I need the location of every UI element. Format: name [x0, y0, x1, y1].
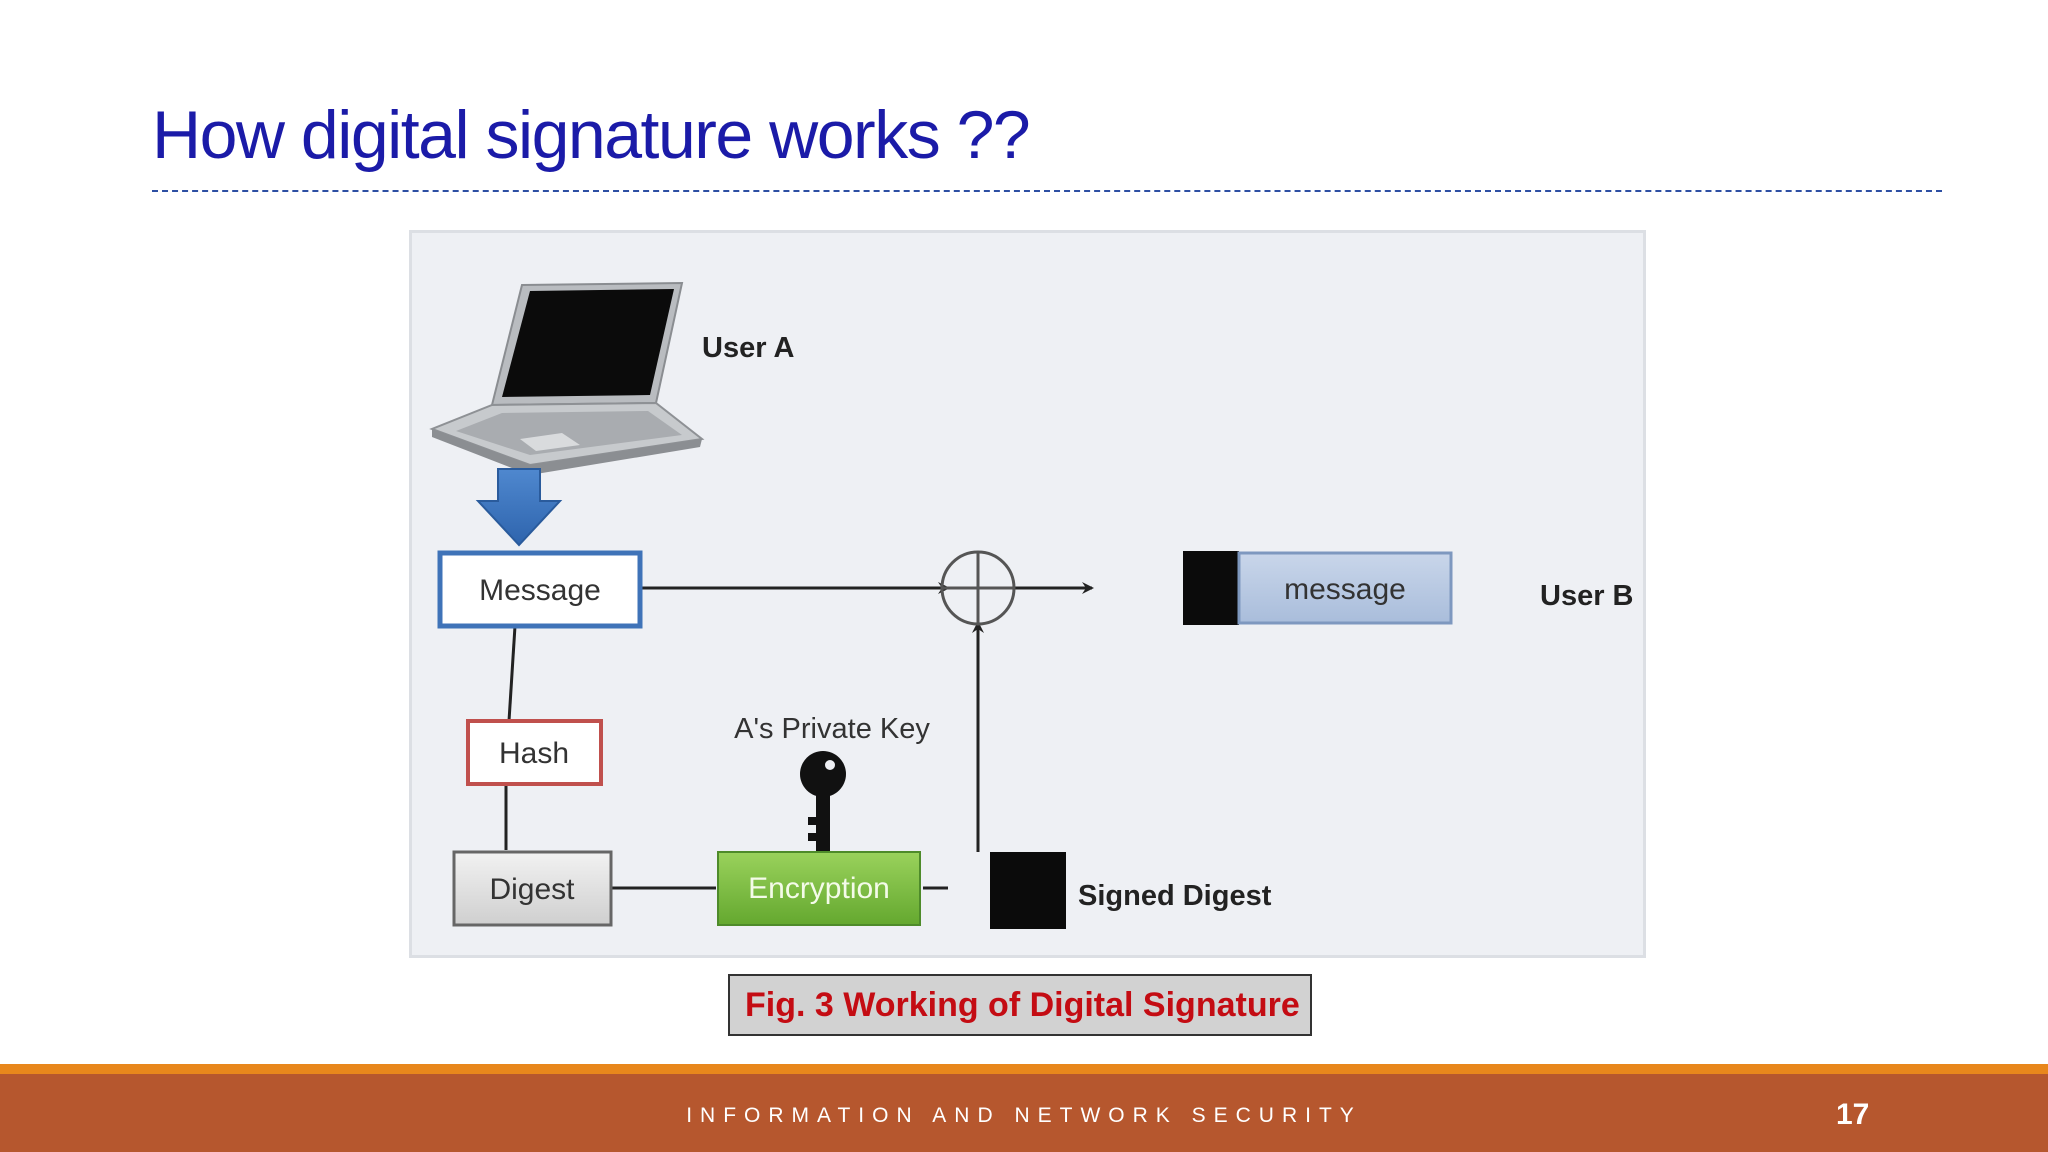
page-number: 17 [1836, 1098, 1870, 1131]
key-icon [800, 751, 846, 863]
message-box: Message [437, 550, 643, 629]
footer-bar [0, 1074, 2048, 1152]
footer-text: INFORMATION AND NETWORK SECURITY [686, 1104, 1362, 1127]
user-a-label: User A [702, 332, 794, 364]
figure-caption: Fig. 3 Working of Digital Signature [728, 974, 1312, 1036]
encryption-label: Encryption [748, 872, 890, 905]
hash-label: Hash [499, 737, 569, 770]
encryption-box: Encryption [717, 851, 921, 926]
laptop-icon [429, 281, 705, 475]
digital-signature-figure: User A Message Hash [409, 230, 1646, 958]
hash-box: Hash [466, 719, 603, 786]
private-key-label: A's Private Key [734, 713, 930, 745]
output-signature-block [1183, 551, 1239, 625]
output-message-label: message [1284, 573, 1406, 606]
signed-digest-label: Signed Digest [1078, 880, 1272, 912]
footer-accent-line [0, 1064, 2048, 1074]
digest-box: Digest [452, 850, 613, 927]
digest-label: Digest [489, 873, 575, 906]
circle-plus-icon [940, 550, 1016, 626]
title-divider [152, 190, 1942, 192]
digital-signature-diagram: User A Message Hash [429, 281, 1634, 929]
connector-lines [504, 582, 1356, 890]
slide-title: How digital signature works ?? [152, 97, 1031, 173]
down-arrow-icon [475, 468, 563, 547]
signed-digest-block [990, 852, 1066, 929]
message-label: Message [479, 574, 601, 607]
output-message-box: message [1237, 551, 1453, 625]
user-b-label: User B [1540, 580, 1634, 612]
